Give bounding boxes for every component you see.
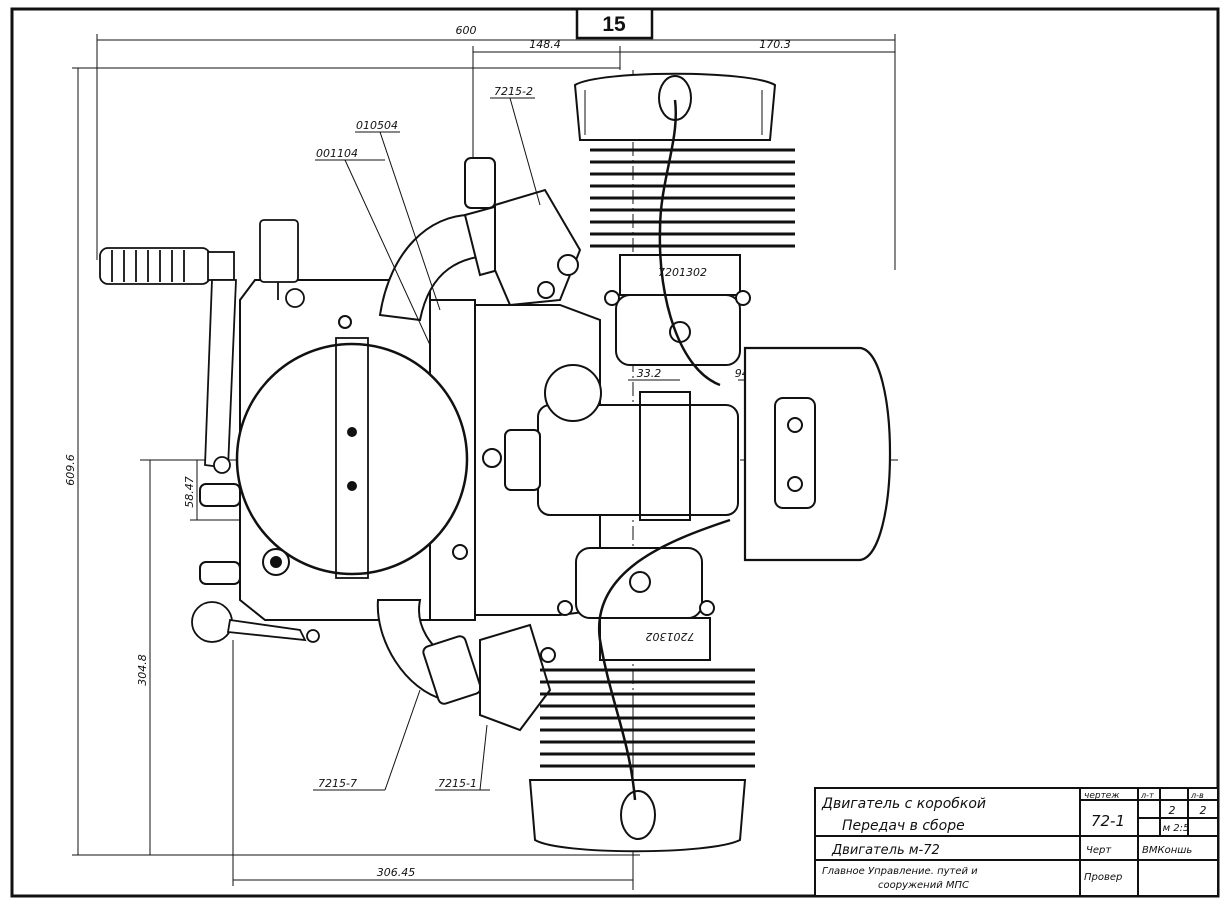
drawn-signature: ВМКоншь [1142, 845, 1192, 856]
bottom-shifter [191, 601, 320, 643]
callout-7201302-top: 7201302 [658, 266, 707, 279]
page-number: 15 [602, 13, 626, 36]
callout-7215-1: 7215-1 [438, 777, 477, 790]
dim-left-height: 304.8 [136, 654, 149, 686]
dim-overall-width: 600 [456, 24, 477, 37]
sheets-label: л-в [1190, 791, 1204, 800]
title-block [814, 787, 1219, 897]
dim-width-right: 170.3 [759, 38, 791, 51]
clutch-housing [235, 342, 469, 576]
top-cylinder [573, 72, 795, 366]
callout-7215-7: 7215-7 [318, 777, 357, 790]
title-line-2: Передач в сборе [842, 818, 965, 834]
org-line-2: сооружений МПС [878, 880, 969, 891]
generator [482, 364, 739, 521]
page-number-box: 15 [575, 7, 654, 40]
front-cover [743, 346, 891, 562]
kick-starter [99, 247, 237, 474]
top-carburetor [494, 188, 582, 307]
bottom-carburetor [479, 623, 552, 732]
drawing-number: 72-1 [1091, 812, 1125, 830]
dim-width-center: 148.4 [529, 38, 561, 51]
callout-7215-2: 7215-2 [494, 85, 533, 98]
dim-overall-height: 609.6 [64, 454, 77, 486]
org-line-1: Главное Управление. путей и [822, 866, 978, 877]
engine-body [99, 72, 891, 853]
dim-small-height: 58.47 [183, 476, 196, 508]
drawn-label: Черт [1086, 845, 1112, 856]
dim-bottom-width: 306.45 [377, 866, 416, 879]
sheet-label: л-т [1140, 791, 1154, 800]
title-line-1: Двигатель с коробкой [821, 796, 986, 812]
product-name: Двигатель м-72 [831, 843, 940, 858]
sheets-value: 2 [1200, 804, 1207, 817]
checked-label: Провер [1084, 872, 1122, 883]
sheet-value: 2 [1169, 804, 1176, 817]
callout-010504: 010504 [356, 119, 398, 132]
callout-001104: 001104 [316, 147, 358, 160]
callout-7201302-bottom: 7201302 [646, 630, 695, 643]
shift-lever [259, 219, 305, 308]
drawing-label: чертеж [1084, 791, 1120, 801]
callout-leaders [313, 97, 541, 791]
scale: м 2:5 [1163, 823, 1190, 834]
dim-gen-width: 33.2 [637, 367, 662, 380]
